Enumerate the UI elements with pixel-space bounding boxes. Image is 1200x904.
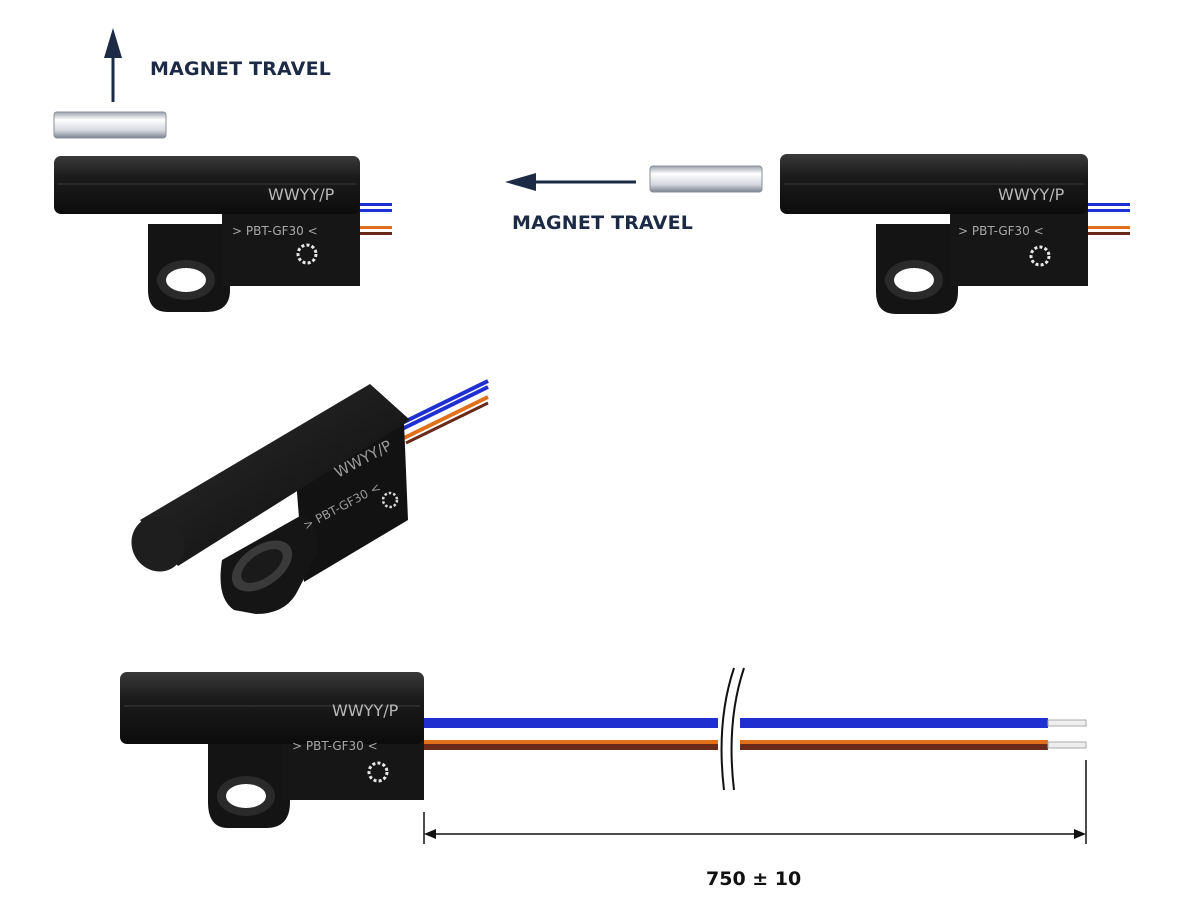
dimension-line [423, 760, 1087, 844]
arrow-up-icon [104, 28, 122, 102]
sensor-isometric [131, 379, 489, 614]
magnet-top-right [649, 165, 763, 193]
magnet-travel-label-horizontal: MAGNET TRAVEL [512, 212, 694, 234]
material-top-left: > PBT-GF30 < [232, 224, 318, 238]
arrow-left-icon [505, 173, 636, 191]
date-code-top-left: WWYY/P [268, 185, 335, 204]
date-code-bottom: WWYY/P [332, 701, 399, 720]
material-top-right: > PBT-GF30 < [958, 224, 1044, 238]
sensor-top-left [54, 156, 392, 312]
cable-length-dimension: 750 ± 10 [706, 868, 802, 890]
sensor-bottom [120, 667, 1087, 828]
date-code-top-right: WWYY/P [998, 185, 1065, 204]
magnet-top-left [53, 111, 167, 139]
sensor-top-right [780, 154, 1130, 314]
magnet-travel-label-vertical: MAGNET TRAVEL [150, 58, 332, 80]
material-bottom: > PBT-GF30 < [292, 739, 378, 753]
